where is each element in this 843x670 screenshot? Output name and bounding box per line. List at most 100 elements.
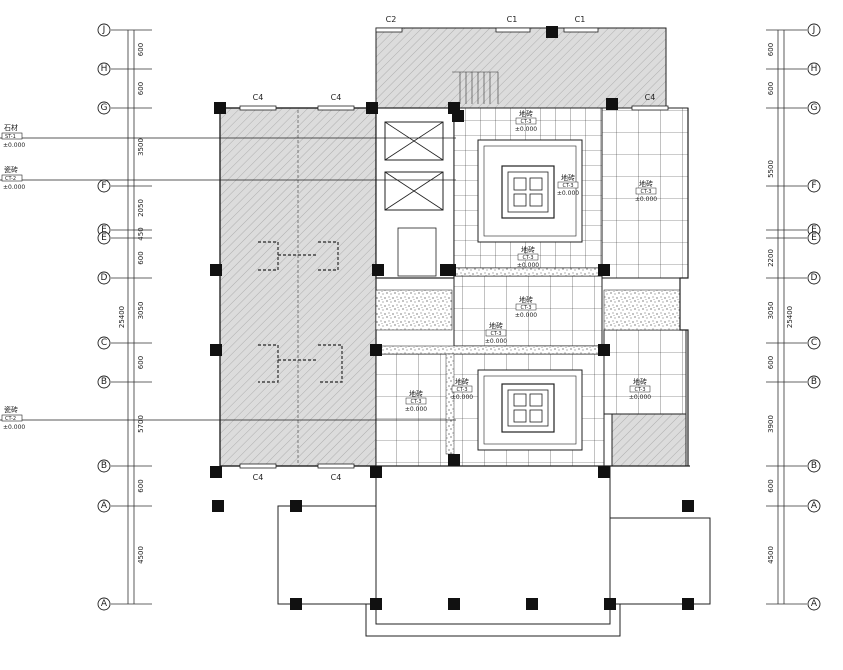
axis-label-right: B	[811, 377, 817, 387]
window	[631, 105, 669, 111]
column	[598, 466, 610, 478]
window-label: C1	[507, 15, 518, 24]
column	[448, 598, 460, 610]
axis-label-right: A	[811, 599, 818, 609]
window-label: C2	[386, 15, 397, 24]
room-label-code: CT-3	[490, 331, 501, 337]
axis-label-left: H	[101, 64, 108, 74]
axis-bubble-left	[97, 62, 111, 76]
column	[210, 344, 222, 356]
axis-bubble-left	[97, 459, 111, 473]
axis-bubble-right	[807, 231, 821, 245]
dimension-left: 2050	[137, 199, 145, 217]
axis-label-left: B	[101, 461, 107, 471]
axis-bubble-right	[807, 179, 821, 193]
window-label: C4	[331, 93, 342, 102]
room-label-level: ±0.000	[517, 262, 539, 269]
room-label-level: ±0.000	[405, 406, 427, 413]
dimension-left: 3050	[137, 302, 145, 320]
axis-label-right: E	[811, 233, 817, 243]
column	[440, 264, 452, 276]
axis-bubble-left	[97, 231, 111, 245]
column	[290, 598, 302, 610]
room-label-level: ±0.000	[557, 190, 579, 197]
dimension-total-right: 25400	[786, 306, 794, 328]
axis-label-right: A	[811, 501, 818, 511]
room-label-code: CT-3	[520, 119, 531, 125]
room-label-title: 地砖	[561, 173, 575, 182]
room-label-title: 地砖	[519, 295, 533, 304]
callout-level: ±0.000	[3, 142, 25, 149]
north-hatched-area	[375, 27, 667, 109]
window	[239, 105, 277, 111]
window	[495, 27, 531, 33]
column	[370, 344, 382, 356]
dimension-left: 600	[137, 43, 145, 56]
column	[598, 264, 610, 276]
column	[370, 598, 382, 610]
column	[598, 344, 610, 356]
axis-label-left: A	[101, 501, 108, 511]
callout-title: 石材	[4, 123, 18, 132]
axis-label-left: D	[101, 273, 108, 283]
axis-label-right: F	[811, 181, 816, 191]
callout-title: 瓷砖	[4, 405, 18, 414]
window-label: C1	[575, 15, 586, 24]
axis-bubble-left	[97, 375, 111, 389]
dimension-right: 2200	[767, 249, 775, 267]
room-label-code: CT-3	[410, 399, 421, 405]
room-label-title: 地砖	[489, 321, 503, 330]
room-label-code: CT-3	[640, 189, 651, 195]
dimension-left: 450	[137, 227, 145, 240]
dimension-right: 600	[767, 356, 775, 369]
callout-level: ±0.000	[3, 184, 25, 191]
stone-strip-2	[375, 345, 605, 355]
callout-code: ST-1	[5, 134, 16, 140]
axis-label-left: C	[101, 338, 107, 348]
room-label-code: CT-3	[456, 387, 467, 393]
room-label-level: ±0.000	[515, 126, 537, 133]
dimension-right: 600	[767, 43, 775, 56]
dimension-total-left: 25400	[118, 306, 126, 328]
window	[239, 463, 277, 469]
column	[526, 598, 538, 610]
window	[317, 105, 355, 111]
axis-bubble-right	[807, 23, 821, 37]
column	[212, 500, 224, 512]
column	[546, 26, 558, 38]
axis-label-right: E	[811, 225, 817, 235]
medallion-south	[477, 369, 583, 451]
axis-grid: JHGFEEDCBBAAJHGFEEDCBBAA6006003500205045…	[97, 23, 821, 611]
axis-bubble-left	[97, 23, 111, 37]
stone-strip-1	[453, 267, 603, 277]
window-label: C4	[645, 93, 656, 102]
window-label: C4	[253, 93, 264, 102]
column	[210, 264, 222, 276]
dimension-right: 600	[767, 479, 775, 492]
column	[606, 98, 618, 110]
column	[604, 598, 616, 610]
axis-bubble-left	[97, 271, 111, 285]
south-porch	[277, 466, 711, 637]
building-outline	[210, 26, 711, 637]
axis-bubble-right	[807, 597, 821, 611]
axis-bubble-right	[807, 459, 821, 473]
window	[375, 27, 403, 33]
column	[448, 454, 460, 466]
column	[682, 598, 694, 610]
dimension-left: 600	[137, 82, 145, 95]
dimension-right: 3900	[767, 415, 775, 433]
room-label-title: 地砖	[521, 245, 535, 254]
axis-label-left: G	[101, 103, 108, 113]
dimension-left: 4500	[137, 546, 145, 564]
room-label-title: 地砖	[409, 389, 423, 398]
medallion-north	[477, 139, 583, 243]
column	[370, 466, 382, 478]
dimension-left: 600	[137, 479, 145, 492]
axis-bubble-right	[807, 499, 821, 513]
column	[372, 264, 384, 276]
room-label-code: CT-3	[522, 255, 533, 261]
window-label: C4	[331, 473, 342, 482]
